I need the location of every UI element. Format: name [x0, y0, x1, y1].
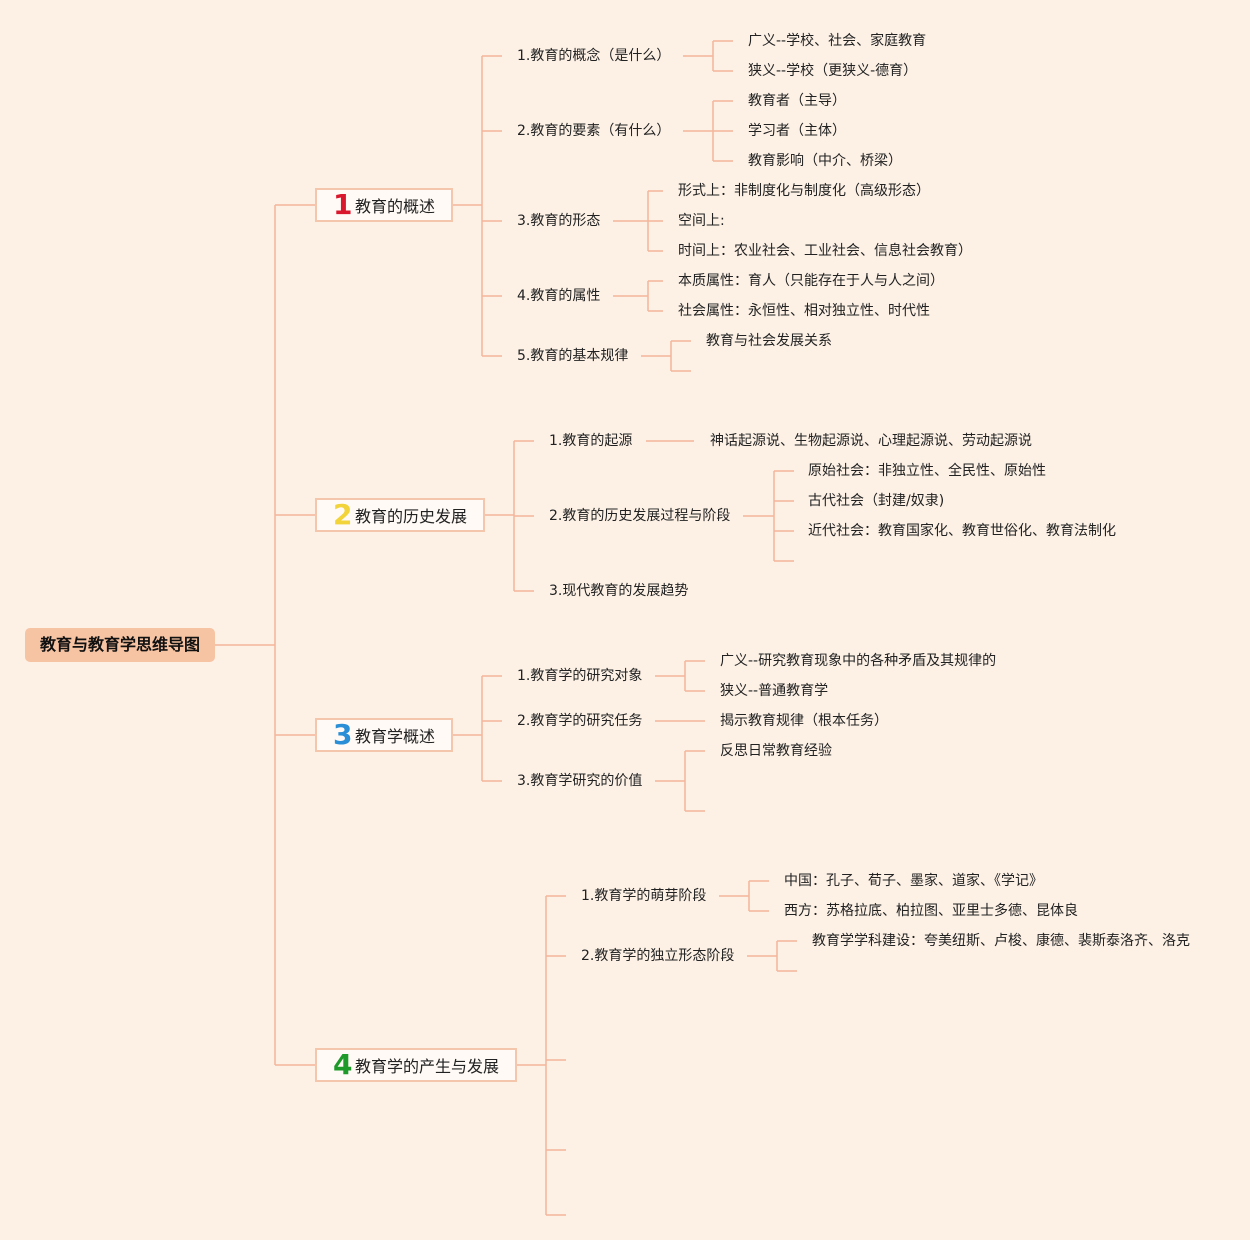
leaf-1-2-2[interactable]: 学习者（主体）	[748, 123, 846, 139]
branch-4-number: 4	[333, 1048, 353, 1081]
branch-4-node[interactable]: 4 教育学的产生与发展	[315, 1048, 517, 1082]
leaf-2-2-2[interactable]: 古代社会（封建/奴隶)	[808, 493, 945, 509]
leaf-4-2-1[interactable]: 教育学学科建设：夸美纽斯、卢梭、康德、裴斯泰洛齐、洛克	[812, 933, 1190, 949]
leaf-2-2-3[interactable]: 近代社会：教育国家化、教育世俗化、教育法制化	[808, 523, 1116, 539]
leaf-1-3-3[interactable]: 时间上：农业社会、工业社会、信息社会教育）	[678, 243, 972, 259]
topic-1-2[interactable]: 2.教育的要素（有什么）	[517, 123, 671, 139]
root-node[interactable]: 教育与教育学思维导图	[25, 628, 215, 662]
leaf-1-4-2[interactable]: 社会属性：永恒性、相对独立性、时代性	[678, 303, 930, 319]
topic-3-2[interactable]: 2.教育学的研究任务	[517, 713, 643, 729]
topic-4-1[interactable]: 1.教育学的萌芽阶段	[581, 888, 707, 904]
branch-1-label: 教育的概述	[355, 197, 436, 216]
topic-1-3[interactable]: 3.教育的形态	[517, 213, 601, 229]
leaf-2-1-1[interactable]: 神话起源说、生物起源说、心理起源说、劳动起源说	[710, 433, 1032, 449]
leaf-1-1-1[interactable]: 广义--学校、社会、家庭教育	[748, 33, 927, 49]
branch-1-number: 1	[333, 188, 353, 221]
leaf-1-2-1[interactable]: 教育者（主导）	[748, 93, 846, 109]
leaf-1-4-1[interactable]: 本质属性：育人（只能存在于人与人之间）	[678, 273, 944, 289]
leaf-3-3-1[interactable]: 反思日常教育经验	[720, 743, 832, 759]
leaf-1-1-2[interactable]: 狭义--学校（更狭义-德育）	[748, 63, 918, 79]
topic-1-1[interactable]: 1.教育的概念（是什么）	[517, 48, 671, 64]
topic-1-4[interactable]: 4.教育的属性	[517, 288, 601, 304]
topic-3-1[interactable]: 1.教育学的研究对象	[517, 668, 643, 684]
leaf-3-2-1[interactable]: 揭示教育规律（根本任务）	[720, 713, 888, 729]
leaf-1-2-3[interactable]: 教育影响（中介、桥梁）	[748, 153, 902, 169]
branch-3-label: 教育学概述	[355, 727, 436, 746]
leaf-3-1-2[interactable]: 狭义--普通教育学	[720, 683, 829, 699]
topic-3-3[interactable]: 3.教育学研究的价值	[517, 773, 643, 789]
branch-1-node[interactable]: 1 教育的概述	[315, 188, 453, 222]
leaf-1-3-2[interactable]: 空间上:	[678, 213, 725, 229]
leaf-2-2-1[interactable]: 原始社会：非独立性、全民性、原始性	[808, 463, 1046, 479]
branch-2-label: 教育的历史发展	[355, 507, 468, 526]
branch-3-node[interactable]: 3 教育学概述	[315, 718, 453, 752]
topic-2-3[interactable]: 3.现代教育的发展趋势	[549, 583, 689, 599]
branch-3-number: 3	[333, 718, 353, 751]
topic-1-5[interactable]: 5.教育的基本规律	[517, 348, 629, 364]
topic-2-1[interactable]: 1.教育的起源	[549, 433, 633, 449]
topic-2-2[interactable]: 2.教育的历史发展过程与阶段	[549, 508, 731, 524]
leaf-1-3-1[interactable]: 形式上：非制度化与制度化（高级形态）	[678, 183, 930, 199]
branch-2-number: 2	[333, 498, 353, 531]
leaf-1-5-1[interactable]: 教育与社会发展关系	[706, 333, 832, 349]
branch-4-label: 教育学的产生与发展	[355, 1057, 500, 1076]
leaf-4-1-1[interactable]: 中国：孔子、荀子、墨家、道家、《学记》	[784, 873, 1043, 889]
topic-4-2[interactable]: 2.教育学的独立形态阶段	[581, 948, 735, 964]
branch-2-node[interactable]: 2 教育的历史发展	[315, 498, 485, 532]
leaf-3-1-1[interactable]: 广义--研究教育现象中的各种矛盾及其规律的	[720, 653, 997, 669]
leaf-4-1-2[interactable]: 西方：苏格拉底、柏拉图、亚里士多德、昆体良	[784, 903, 1078, 919]
